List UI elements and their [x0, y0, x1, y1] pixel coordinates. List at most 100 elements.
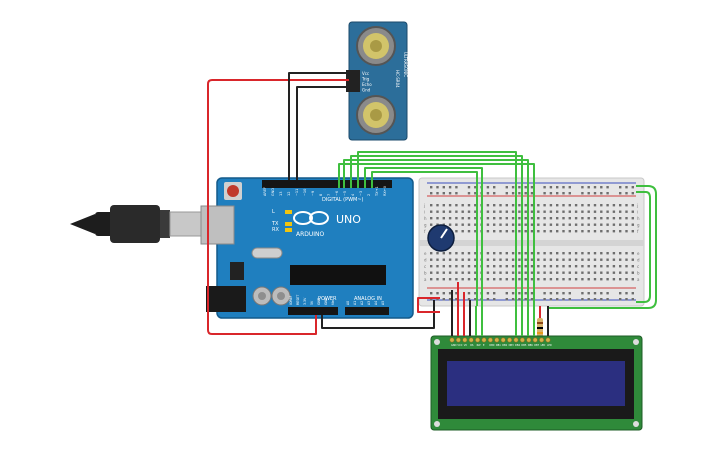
- breadboard-row-letter: i: [637, 210, 638, 215]
- analog-pin-label: A3: [367, 301, 371, 305]
- digital-pin-label: ~9: [311, 191, 315, 196]
- lcd-pin: [500, 337, 506, 343]
- potentiometer[interactable]: [427, 224, 455, 252]
- digital-pin-label: GND: [271, 188, 275, 196]
- breadboard-row-letter: a: [424, 277, 427, 282]
- lcd-pin: [487, 337, 493, 343]
- rx-led-label: RX: [272, 227, 279, 233]
- digital-pin-label: 4: [351, 193, 355, 196]
- lcd-pin: [468, 337, 474, 343]
- lcd-pin-label: DB0: [489, 344, 494, 347]
- breadboard-row-letter: b: [424, 271, 427, 276]
- digital-pin-label: 12: [287, 192, 291, 196]
- lcd-pin-label: DB3: [509, 344, 514, 347]
- power-pin-label: GND: [317, 297, 321, 305]
- sensor-label-left: HC-SR04: [395, 70, 400, 88]
- digital-pin-label: 7: [327, 194, 331, 196]
- breadboard-row-letter: i: [424, 210, 425, 215]
- lcd-pin-label: GND: [451, 344, 457, 347]
- breadboard-row-letter: c: [424, 264, 426, 269]
- lcd-pin-label: DB1: [496, 344, 501, 347]
- digital-pin-label: ~10: [303, 189, 307, 196]
- lcd-pin-label: DB6: [528, 344, 533, 347]
- breadboard-row-letter: c: [637, 264, 639, 269]
- breadboard-row-letter: a: [637, 277, 640, 282]
- digital-pin-label: 8: [319, 194, 323, 196]
- lcd-pin-label: DB2: [502, 344, 507, 347]
- sensor-pin-label: Vcc: [362, 71, 369, 76]
- wire-gnd-breadboard: [321, 300, 435, 329]
- lcd-pin-label: RS: [470, 344, 474, 347]
- wire-green-2: [343, 159, 529, 306]
- breadboard-row-letter: e: [424, 251, 427, 256]
- lcd-pin: [513, 337, 519, 343]
- power-pin-label: IOREF: [289, 295, 293, 305]
- tx-led-label: TX: [271, 221, 279, 227]
- power-pin-label: 5V: [310, 300, 314, 305]
- lcd-pin-label: RW: [477, 344, 482, 347]
- lcd-pin-label: E: [483, 344, 485, 347]
- breadboard-row-letter: b: [637, 271, 640, 276]
- analog-pin-label: A0: [346, 301, 350, 305]
- lcd-pin-label: DB7: [534, 344, 539, 347]
- wire-green-rail-2: [636, 191, 651, 303]
- resistor: [537, 318, 543, 338]
- sensor-label-right: ULTRASONIC: [403, 52, 408, 77]
- breadboard-row-letter: g: [637, 223, 640, 228]
- wire-green-rail-1: [548, 185, 657, 309]
- lcd-pin: [532, 337, 538, 343]
- sensor-pin-label: Echo: [362, 82, 372, 87]
- digital-pin-label: AREF: [263, 187, 267, 196]
- breadboard-row-letter: d: [637, 258, 640, 263]
- breadboard-row-letter: h: [424, 216, 427, 221]
- wires: [207, 72, 657, 336]
- wire-sensor-echo: [296, 86, 349, 180]
- lcd-pin-label: DB5: [521, 344, 526, 347]
- digital-pin-label: 13: [279, 192, 283, 196]
- lcd-pin-label: VCC: [457, 344, 462, 347]
- lcd-pin: [494, 337, 500, 343]
- breadboard-holes: [430, 186, 634, 301]
- digital-pwm-label: DIGITAL (PWM~): [322, 197, 364, 203]
- lcd-pin: [526, 337, 532, 343]
- lcd-pin: [475, 337, 481, 343]
- power-pin-label: 3.3V: [303, 297, 307, 305]
- analog-pin-label: A1: [353, 301, 357, 305]
- analog-in-label: ANALOG IN: [354, 296, 382, 302]
- arduino-logo-text: ARDUINO: [296, 231, 325, 238]
- lcd-pin: [519, 337, 525, 343]
- lcd-pin: [507, 337, 513, 343]
- sensor-pin-label: Gnd: [362, 88, 371, 93]
- breadboard-row-letter: j: [636, 203, 638, 208]
- digital-pin-label: ~3: [359, 191, 363, 196]
- power-label: POWER: [318, 296, 337, 302]
- analog-pin-label: A4: [374, 301, 378, 305]
- wire-green-1: [338, 163, 535, 306]
- power-pin-label: GND: [324, 297, 328, 305]
- uno-label: UNO: [336, 213, 361, 226]
- digital-pin-label: ~6: [335, 191, 339, 196]
- arduino-logo: [293, 211, 329, 225]
- lcd-pin: [462, 337, 468, 343]
- digital-pin-label: TX→1: [375, 186, 379, 197]
- analog-pin-label: A2: [360, 301, 364, 305]
- wire-green-5: [364, 167, 483, 306]
- digital-pin-label: ~5: [343, 191, 347, 196]
- lcd-pin-label: LED: [547, 344, 552, 347]
- reset-button-cap[interactable]: [227, 185, 239, 197]
- lcd-pin: [455, 337, 461, 343]
- sensor-pin-label: Trig: [361, 77, 370, 82]
- wire-sensor-vcc: [207, 79, 349, 335]
- wire-green-6: [371, 171, 478, 306]
- lcd-pin-label: LED: [541, 344, 546, 347]
- lcd-pin: [481, 337, 487, 343]
- wire-green-4: [357, 151, 517, 306]
- arduino-uno-board: ARDUINO UNO DIGITAL (PWM~) POWER ANALOG …: [200, 177, 414, 319]
- wire-sensor-trig: [288, 72, 349, 180]
